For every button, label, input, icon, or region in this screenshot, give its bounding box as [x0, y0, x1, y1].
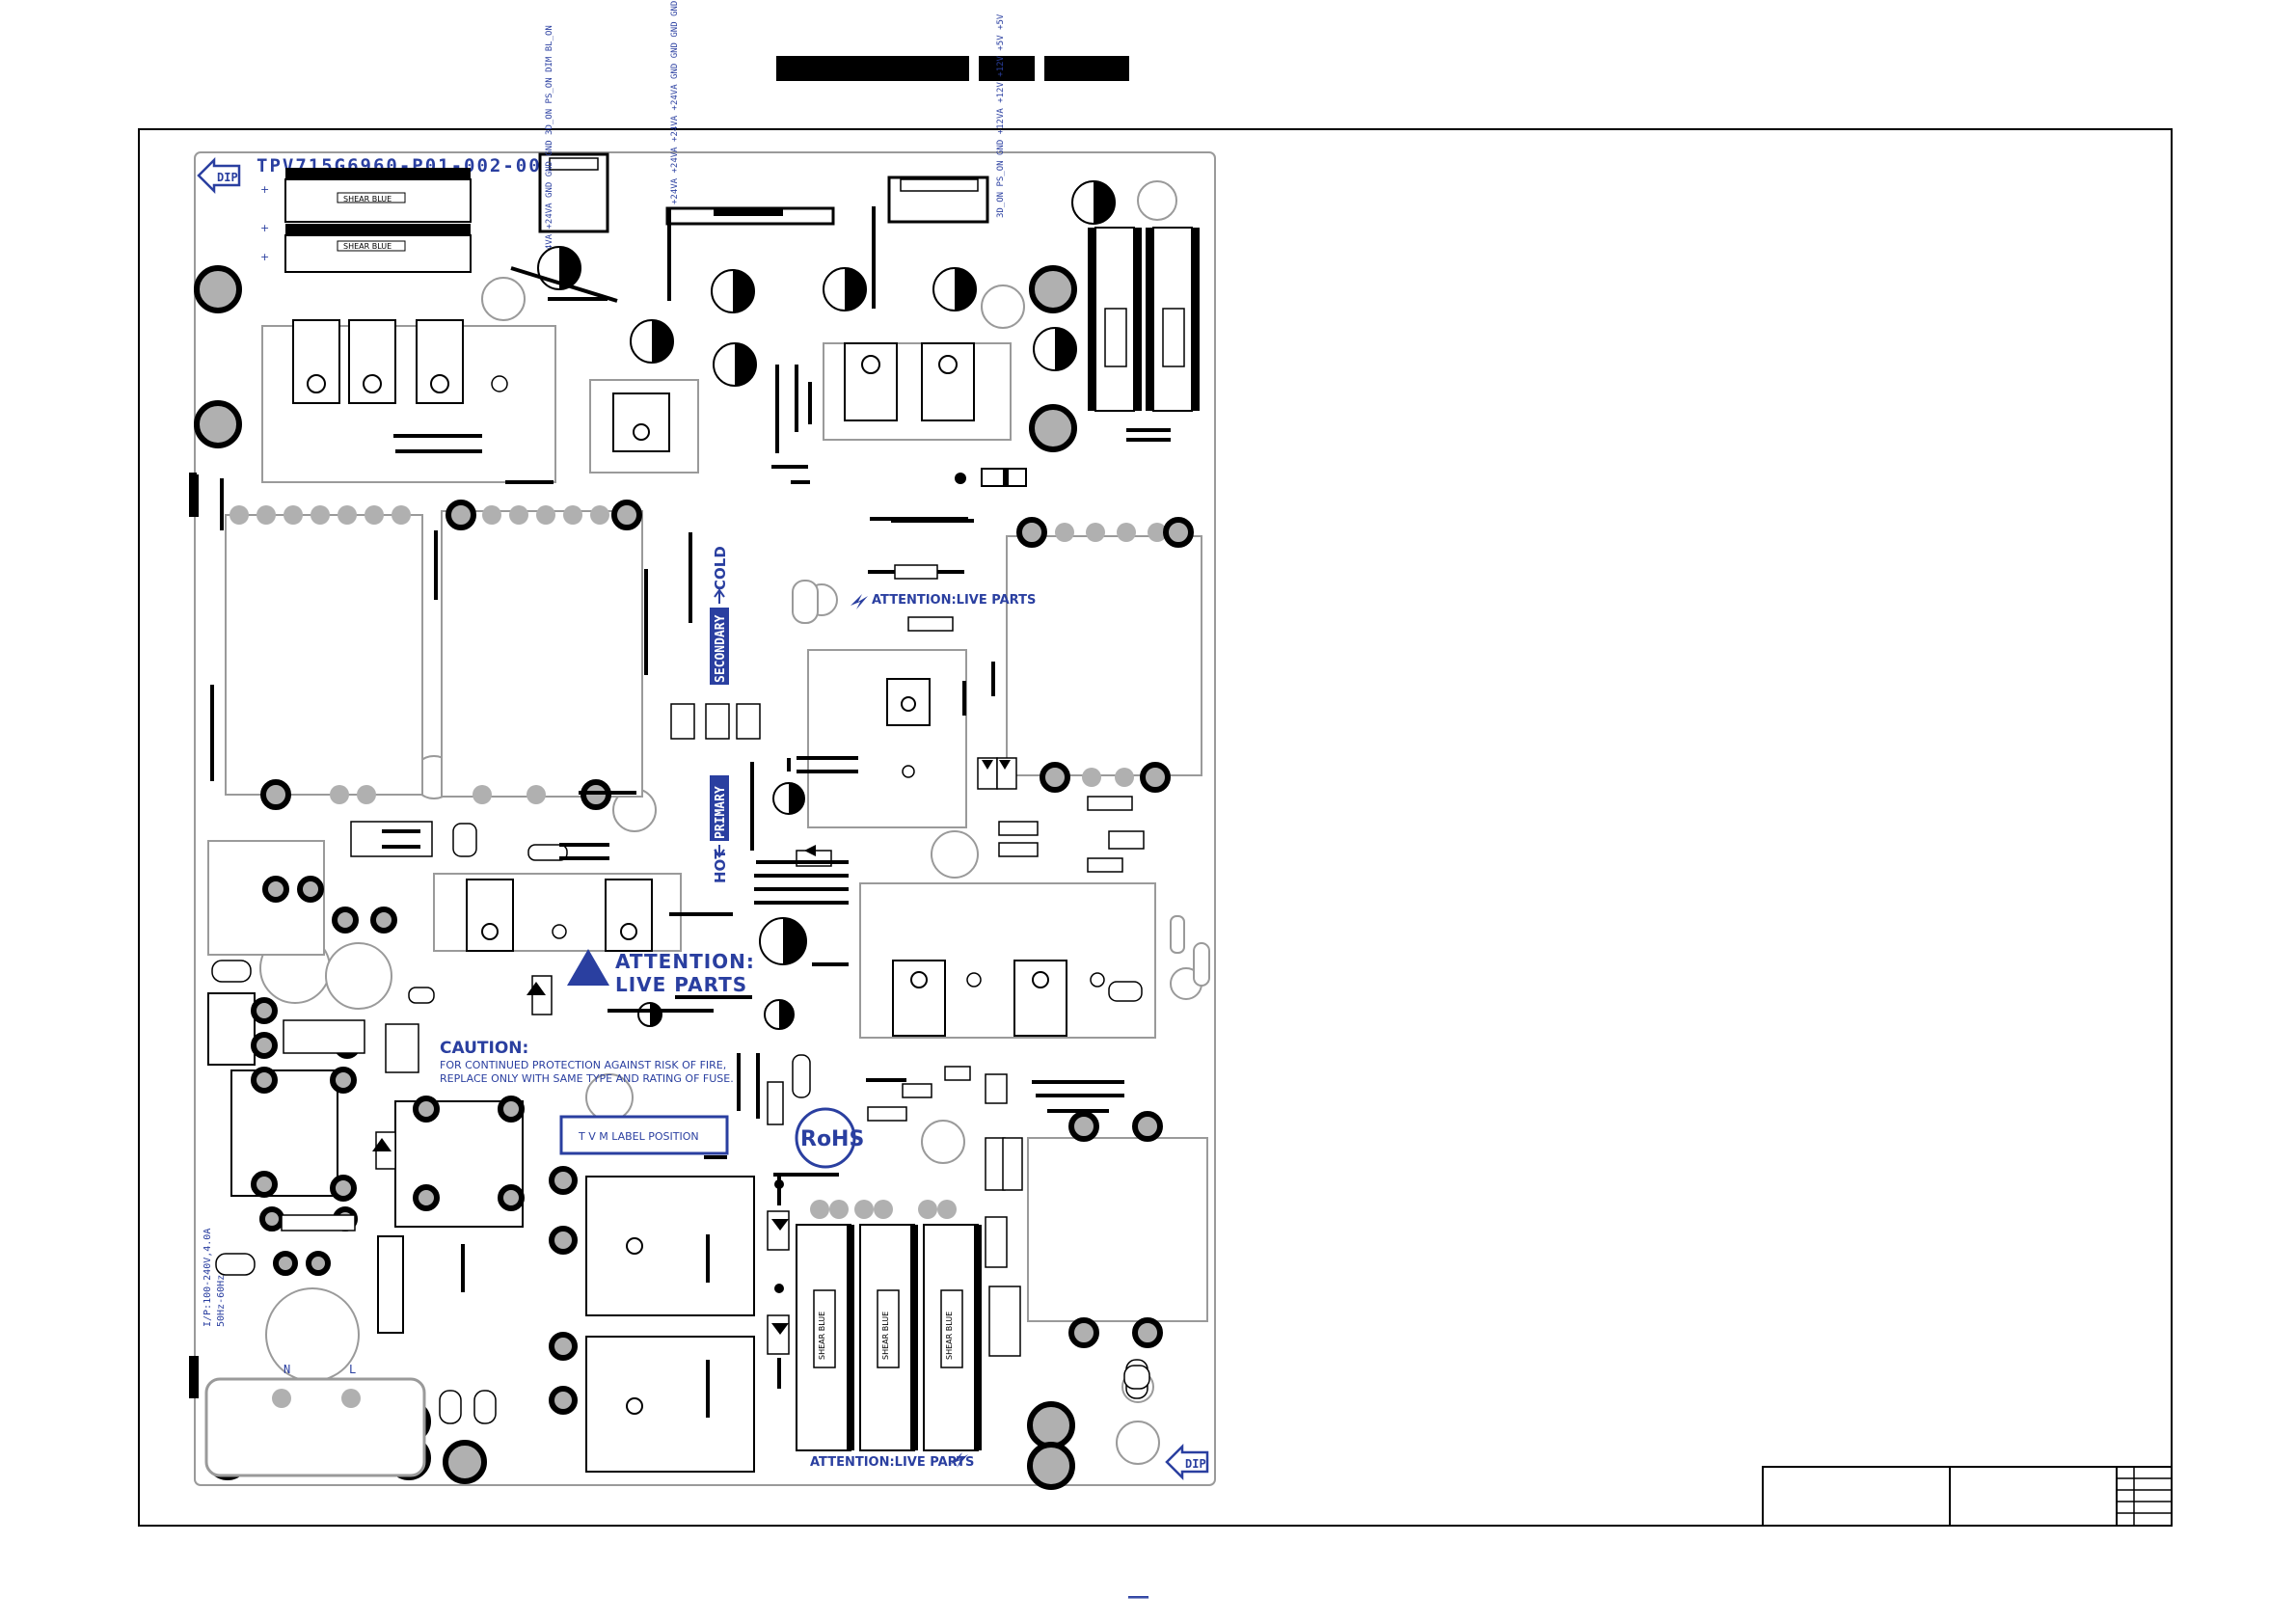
connector-2: +24VA +24VA GND GND GND 3D_ON PS_ON DIM …	[538, 25, 609, 260]
header-bar-1	[776, 56, 969, 81]
transistor-block-right	[823, 342, 1012, 441]
footer-link-mark[interactable]: ___	[1127, 1583, 1149, 1599]
svg-text:+: +	[260, 251, 269, 263]
svg-text:+: +	[260, 183, 269, 196]
header-bar-2	[979, 56, 1035, 81]
bridge-rectifier-block	[261, 319, 556, 483]
ac-label-l: L	[349, 1363, 356, 1376]
svg-text:+: +	[260, 222, 269, 234]
transistor-block-lower-right	[859, 882, 1156, 1039]
svg-text:PRIMARY: PRIMARY	[714, 786, 728, 839]
svg-text:REPLACE ONLY WITH SAME TYPE AN: REPLACE ONLY WITH SAME TYPE AND RATING O…	[440, 1072, 734, 1085]
svg-text:HOT: HOT	[712, 849, 729, 883]
electrolytic-capacitors	[537, 180, 1116, 1030]
pfc-block	[807, 649, 967, 828]
output-heatsinks-top	[1088, 227, 1200, 412]
output-heatsinks-bottom	[796, 1200, 982, 1451]
traces	[189, 206, 1171, 1418]
connector-3: 3D_ON PS_ON GND +12VA +12V +12V +5V +5V	[887, 14, 1006, 224]
regulator-block	[589, 379, 699, 474]
ac-label-n: N	[284, 1363, 290, 1376]
svg-text:ATTENTION:: ATTENTION:	[615, 950, 755, 973]
svg-text:LIVE PARTS: LIVE PARTS	[615, 973, 747, 996]
tvm-label-position-box: T V M LABEL POSITION	[559, 1115, 729, 1155]
svg-text:RoHS: RoHS	[800, 1127, 864, 1151]
top-left-connectors: + + +	[260, 168, 472, 273]
heatsink-label: SHEAR BLUE	[818, 1312, 826, 1360]
drawing-frame	[138, 128, 2173, 1527]
dip-arrow-top: DIP	[197, 156, 241, 195]
input-rating-line1: I/P:100-240V,4.0A	[203, 1229, 213, 1327]
svg-text:ATTENTION:LIVE PARTS: ATTENTION:LIVE PARTS	[810, 1455, 974, 1470]
svg-text:FOR CONTINUED PROTECTION AGAIN: FOR CONTINUED PROTECTION AGAINST RISK OF…	[440, 1059, 726, 1071]
header-bar-3	[1044, 56, 1129, 81]
emi-filter-components	[207, 840, 525, 1276]
secondary-cold-marker: SECONDARY COLD	[710, 546, 729, 685]
attention-big-label: ATTENTION: LIVE PARTS	[567, 949, 755, 996]
ac-inlet: N L	[204, 1363, 426, 1477]
rohs-logo: RoHS	[795, 1107, 864, 1169]
heatsink-label: SHEAR BLUE	[343, 195, 392, 203]
primary-hot-marker: PRIMARY HOT	[710, 775, 729, 883]
svg-text:DIP: DIP	[1185, 1457, 1206, 1471]
edge-pins	[191, 474, 784, 1398]
svg-text:COLD: COLD	[712, 546, 729, 590]
discrete-components	[211, 468, 1210, 1424]
dip-arrow-bottom: DIP	[1165, 1443, 1209, 1481]
svg-text:CAUTION:: CAUTION:	[440, 1039, 528, 1058]
caution-label: CAUTION: FOR CONTINUED PROTECTION AGAINS…	[440, 1039, 734, 1085]
heatsink-label: SHEAR BLUE	[881, 1312, 890, 1360]
svg-text:ATTENTION:LIVE PARTS: ATTENTION:LIVE PARTS	[872, 593, 1036, 608]
connector-2-pins: +24VA +24VA GND GND GND 3D_ON PS_ON DIM …	[545, 25, 554, 260]
transformer-lower-right	[1027, 1111, 1208, 1348]
transistor-block-middle	[433, 873, 682, 952]
input-rating-line2: 50Hz-60Hz	[216, 1275, 227, 1327]
transformer-left	[225, 510, 643, 798]
attention-bottom-label: ATTENTION:LIVE PARTS	[810, 1452, 974, 1470]
title-block	[1762, 1466, 2173, 1527]
svg-text:DIP: DIP	[217, 171, 238, 184]
connector-3-pins: 3D_ON PS_ON GND +12VA +12V +12V +5V +5V	[996, 14, 1006, 218]
bulk-capacitor-blocks	[549, 1166, 755, 1473]
heatsink-label: SHEAR BLUE	[945, 1312, 954, 1360]
heatsink-label: SHEAR BLUE	[343, 242, 392, 251]
transformer-right	[1006, 535, 1202, 776]
attention-top-label: ATTENTION:LIVE PARTS	[851, 593, 1036, 609]
svg-text:SECONDARY: SECONDARY	[714, 614, 728, 683]
transformer-pads	[230, 500, 1194, 810]
connector-1-pins: +24VA +24VA +24VA +24VA GND GND GND GND …	[670, 0, 680, 204]
diodes	[372, 760, 1011, 1335]
svg-text:T V M LABEL POSITION: T V M LABEL POSITION	[578, 1130, 699, 1143]
